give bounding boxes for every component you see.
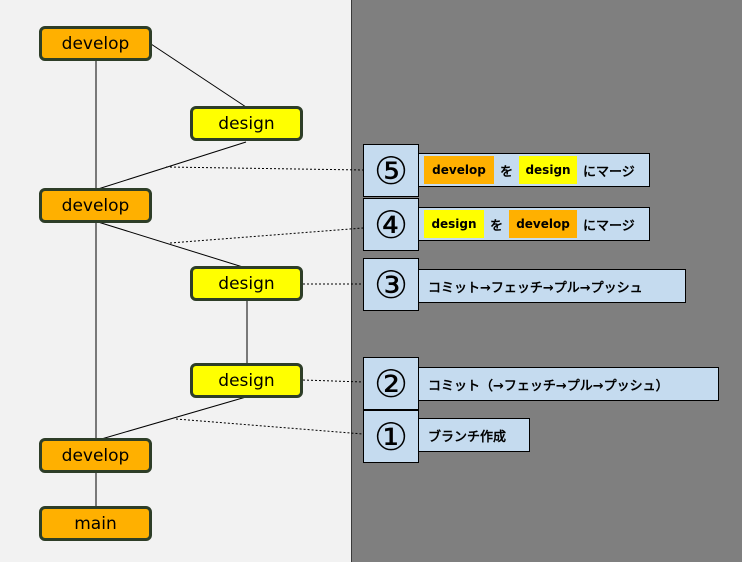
- step-5-suffix: にマージ: [583, 164, 635, 180]
- develop-node-mid: develop: [39, 188, 152, 223]
- step-3-label: コミット→フェッチ→プル→プッシュ: [418, 269, 686, 303]
- step-5-chip-design: design: [519, 156, 578, 184]
- step-1-number: ①: [363, 410, 419, 463]
- edge-design-merge-develop: [97, 141, 247, 190]
- design-node-top: design: [190, 106, 303, 141]
- edge-design-branch-create: [97, 396, 247, 441]
- edge-develop-design-top: [150, 43, 247, 108]
- step-4-number: ④: [363, 198, 419, 251]
- leader-line-1: [175, 418, 364, 435]
- develop-node-bottom: develop: [39, 438, 152, 473]
- step-1-label: ブランチ作成: [418, 418, 530, 452]
- step-4-label: design を develop にマージ: [418, 207, 650, 241]
- step-5-particle: を: [500, 164, 514, 180]
- step-2-label: コミット（→フェッチ→プル→プッシュ）: [418, 367, 719, 401]
- step-4-chip-design: design: [424, 210, 484, 238]
- step-2-number: ②: [363, 357, 419, 410]
- leader-line-2: [302, 379, 364, 383]
- step-4-chip-develop: develop: [509, 210, 578, 238]
- step-4-suffix: にマージ: [583, 218, 635, 234]
- develop-node-top: develop: [39, 26, 152, 61]
- step-3-number: ③: [363, 258, 419, 311]
- panel-divider: [351, 0, 352, 562]
- step-4-particle: を: [490, 218, 504, 234]
- edge-develop-design-3: [97, 221, 247, 269]
- leader-line-5: [165, 166, 364, 171]
- main-node: main: [39, 506, 152, 541]
- step-5-chip-develop: develop: [424, 156, 494, 184]
- step-5-number: ⑤: [363, 144, 419, 197]
- leader-line-4: [169, 227, 364, 244]
- design-node-2: design: [190, 363, 303, 398]
- design-node-3: design: [190, 266, 303, 301]
- step-5-label: develop を design にマージ: [418, 153, 650, 187]
